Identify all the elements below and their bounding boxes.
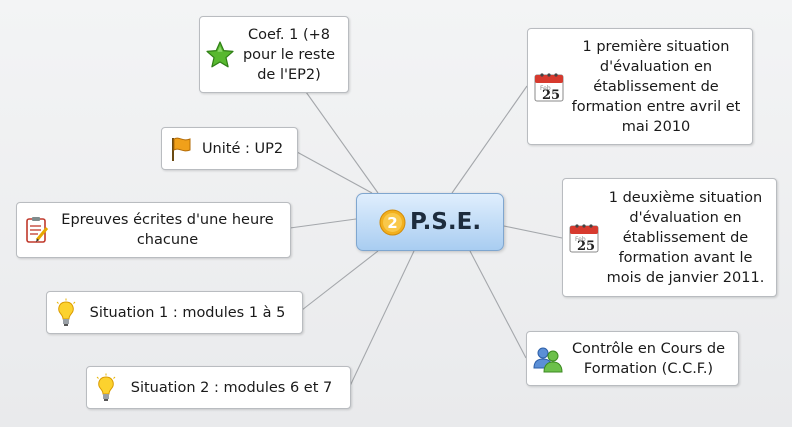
svg-text:25: 25 [577,239,595,254]
lightbulb-icon [91,373,121,403]
topic-premiere-situation[interactable]: Feb 25 1 première situation d'évaluation… [527,28,753,145]
topic-epreuves-text: Epreuves écrites d'une heure chacune [61,212,274,248]
green-star-icon [204,40,236,70]
priority-2-badge-icon: 2 [379,209,406,235]
central-topic[interactable]: 2 P.S.E. [356,193,504,251]
topic-situation-2[interactable]: Situation 2 : modules 6 et 7 [86,366,351,409]
users-icon [531,344,565,374]
topic-unite[interactable]: Unité : UP2 [161,127,298,170]
link-situation2 [349,250,415,387]
topic-situation-2-text: Situation 2 : modules 6 et 7 [130,379,333,396]
topic-situation-1-text: Situation 1 : modules 1 à 5 [89,304,286,321]
link-situation1 [301,250,379,311]
topic-coef[interactable]: Coef. 1 (+8 pour le reste de l'EP2) [199,16,349,93]
link-coef [305,91,379,194]
topic-situation-1[interactable]: Situation 1 : modules 1 à 5 [46,291,303,334]
svg-text:Feb: Feb [540,85,551,92]
topic-premiere-situation-text: 1 première situation d'évaluation en éta… [571,38,741,135]
topic-unite-text: Unité : UP2 [201,140,284,157]
link-unite [296,151,373,194]
link-deuxieme [503,225,563,239]
calendar-icon: Feb 25 [567,222,601,254]
svg-text:25: 25 [542,88,560,103]
topic-coef-text: Coef. 1 (+8 pour le reste de l'EP2) [242,26,336,83]
orange-flag-icon [166,135,196,163]
link-ccf [469,250,527,359]
clipboard-pencil-icon [21,215,53,245]
central-topic-title: P.S.E. [409,209,482,235]
link-premiere [451,85,528,194]
topic-deuxieme-situation[interactable]: Feb 25 1 deuxième situation d'évaluation… [562,178,777,297]
calendar-icon: Feb 25 [532,71,566,103]
badge-number: 2 [387,214,397,232]
link-epreuves [289,218,357,229]
svg-text:Feb: Feb [575,236,586,243]
topic-ccf[interactable]: Contrôle en Cours de Formation (C.C.F.) [526,331,739,386]
topic-ccf-text: Contrôle en Cours de Formation (C.C.F.) [571,340,726,377]
topic-epreuves[interactable]: Epreuves écrites d'une heure chacune [16,202,291,258]
topic-deuxieme-situation-text: 1 deuxième situation d'évaluation en éta… [606,189,765,286]
lightbulb-icon [51,298,81,328]
